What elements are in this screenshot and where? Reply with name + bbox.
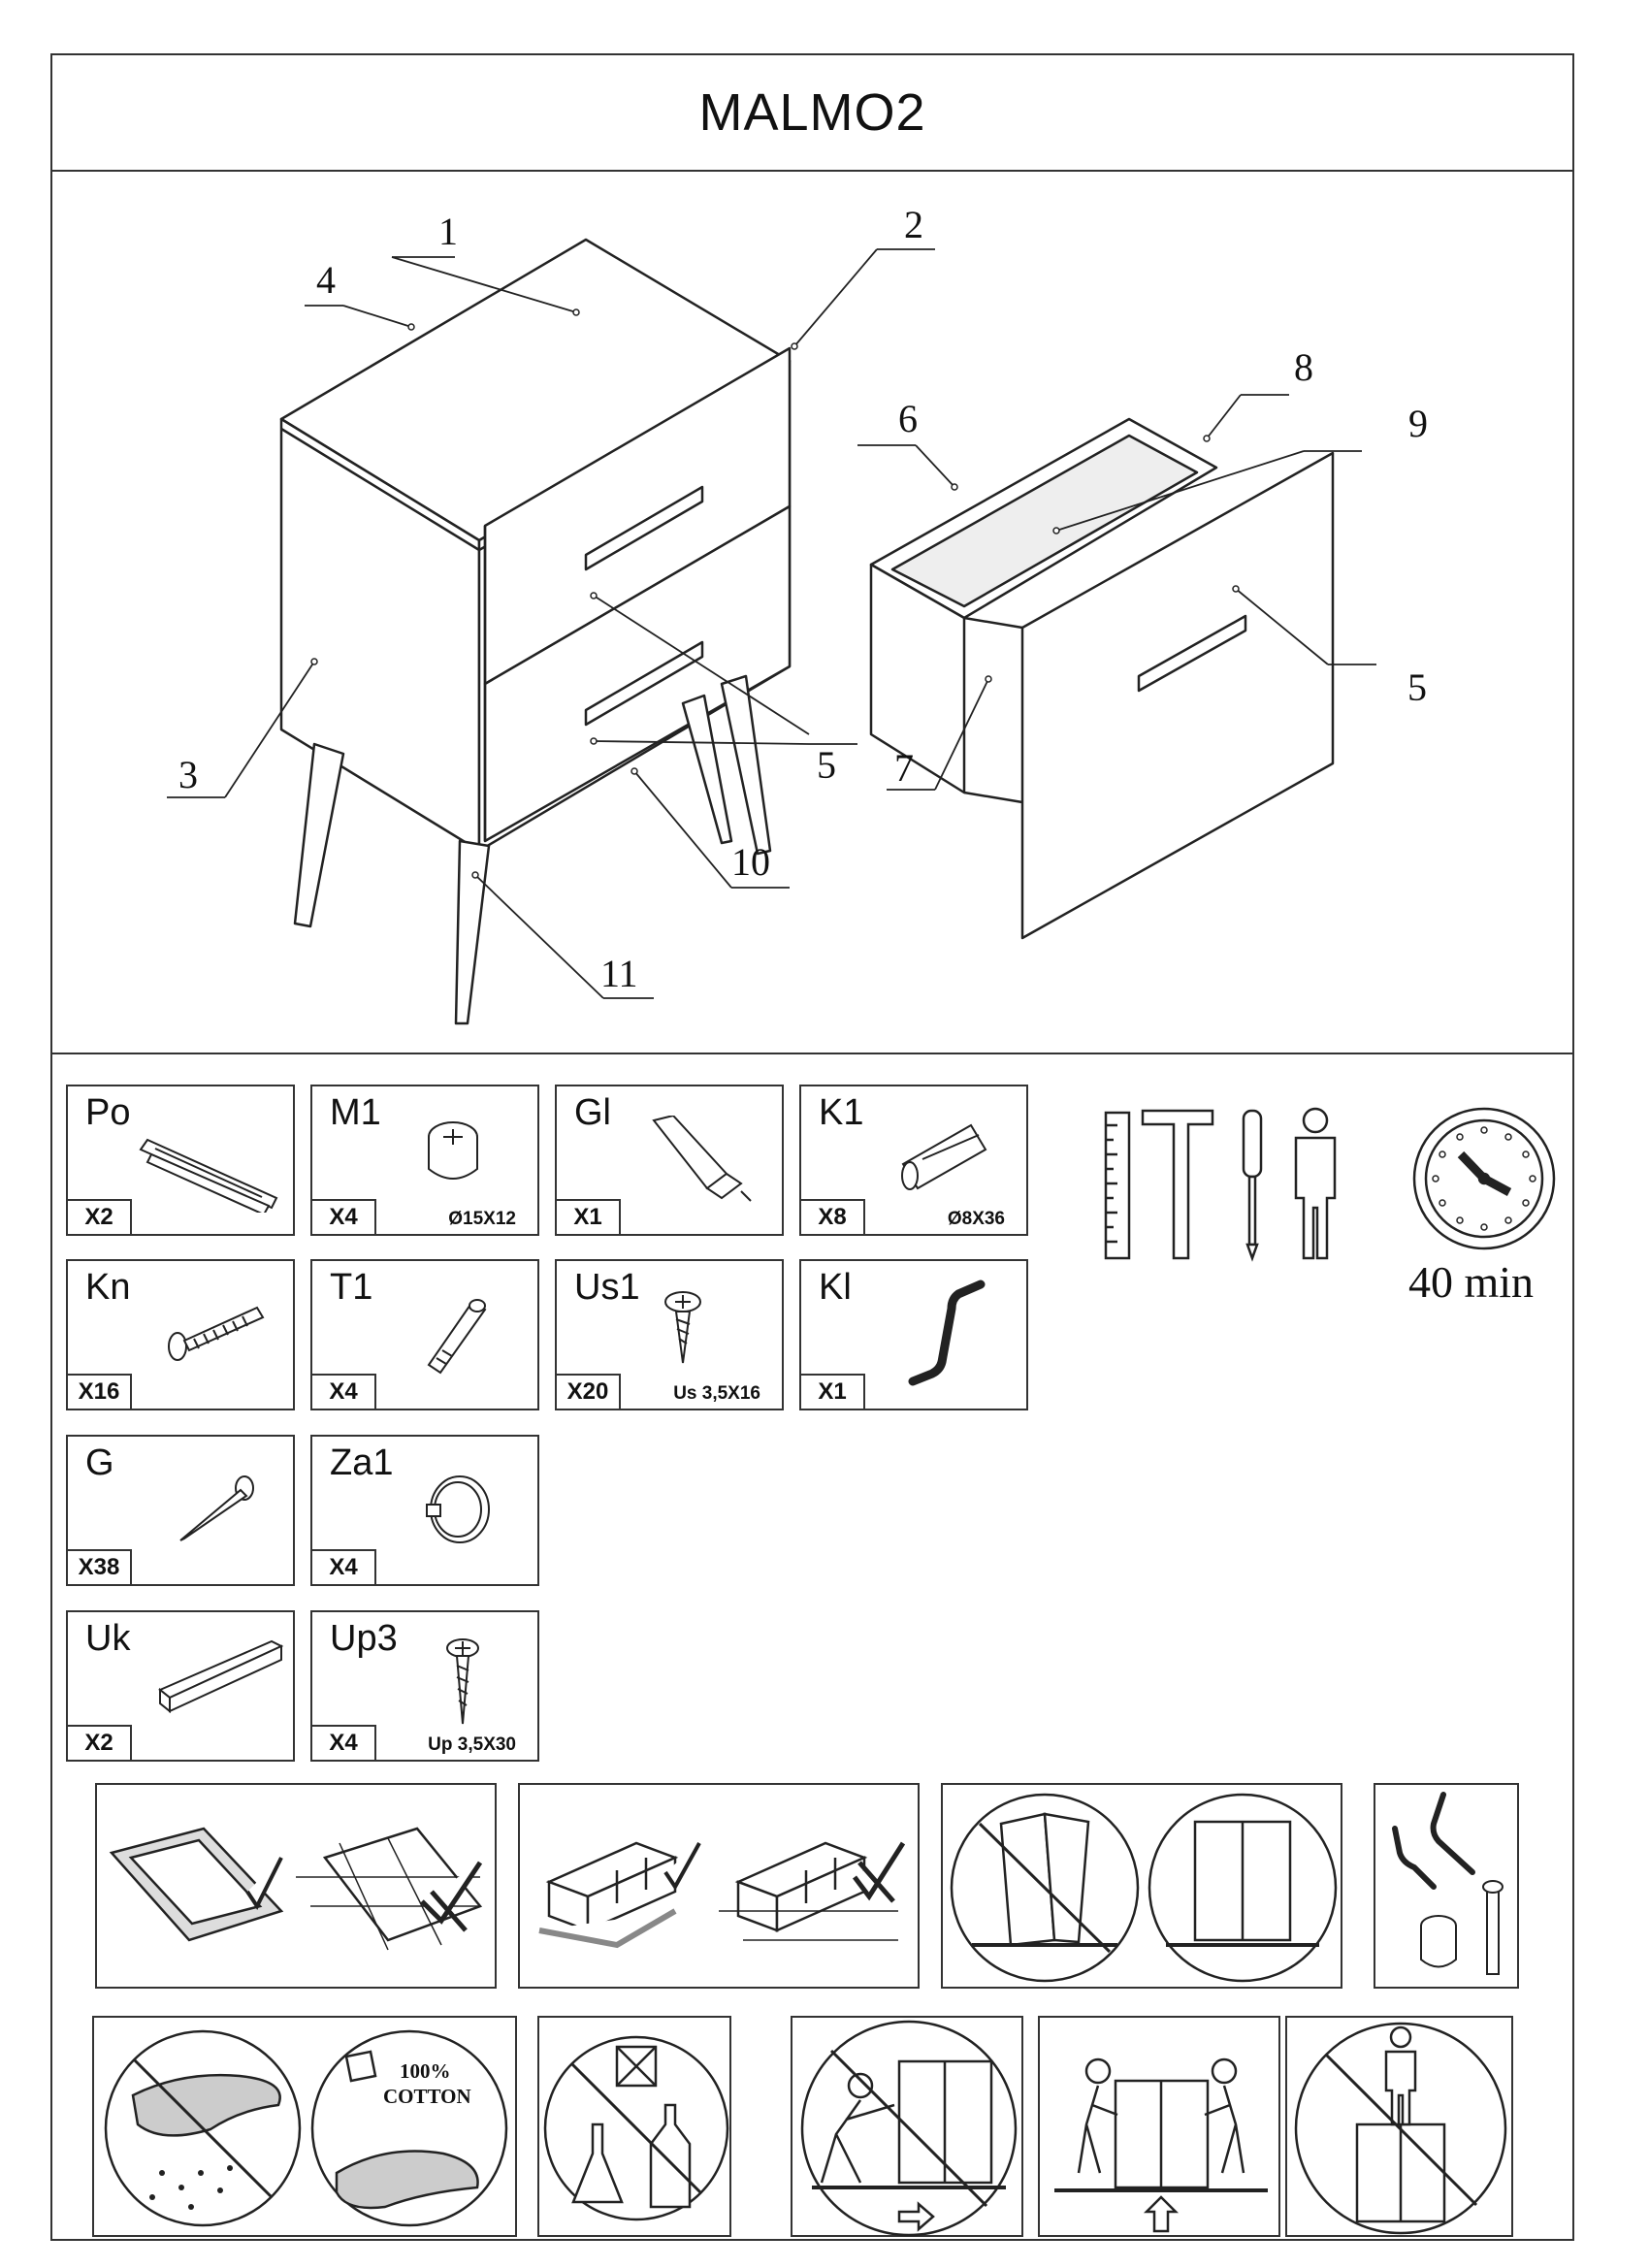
tools-icons [1104, 1107, 1556, 1262]
callout-2: 2 [904, 203, 923, 246]
part-quantity: X8 [801, 1199, 865, 1234]
part-code: Po [85, 1092, 131, 1133]
confirmat-screw-icon [168, 1306, 265, 1361]
glue-tube-icon [652, 1116, 752, 1202]
callout-6: 6 [898, 397, 918, 440]
part-code: T1 [330, 1267, 373, 1308]
cam-lock-icon [428, 1121, 478, 1180]
part-dimension: Ø8X36 [947, 1209, 1005, 1229]
wood-screw-icon [664, 1291, 701, 1364]
no-wet-cloth-icon [104, 2029, 302, 2227]
furniture-illustration: 1 2 3 4 5 5 6 7 8 9 10 11 [167, 203, 1428, 1025]
assemble-on-floor-icon [518, 1783, 920, 1989]
callout-10: 10 [731, 840, 770, 884]
part-quantity: X1 [557, 1199, 621, 1234]
part-t1: T1 X4 [310, 1259, 539, 1410]
part-quantity: X2 [68, 1725, 132, 1760]
part-code: M1 [330, 1092, 381, 1133]
cam-bolt-icon [427, 1299, 487, 1375]
part-quantity: X20 [557, 1374, 621, 1409]
part-code: Us1 [574, 1267, 640, 1308]
do-not-push-icon [791, 2016, 1023, 2237]
part-code: Za1 [330, 1442, 394, 1483]
do-not-lift-by-door-icon [941, 1783, 1342, 1989]
part-quantity: X4 [312, 1374, 376, 1409]
lift-with-two-people-icon [1038, 2016, 1280, 2237]
cotton-material-label: COTTON [383, 2085, 471, 2108]
part-po: Po X2 [66, 1085, 295, 1236]
part-dimension: Up 3,5X30 [428, 1734, 516, 1755]
part-quantity: X4 [312, 1725, 376, 1760]
hammer-icon [1141, 1109, 1214, 1260]
part-m1: M1 X4 Ø15X12 [310, 1085, 539, 1236]
nightstand-illustration [279, 238, 792, 1025]
assembly-time: 40 min [1408, 1257, 1535, 1307]
callout-11: 11 [600, 952, 638, 995]
drawer-runner-icon [139, 1138, 278, 1213]
no-chemicals-icon [537, 2016, 731, 2237]
use-key-with-cam-icon [1374, 1783, 1519, 1989]
part-quantity: X38 [68, 1549, 132, 1584]
part-code: Up3 [330, 1618, 398, 1659]
assemble-on-soft-surface-icon [95, 1783, 497, 1989]
person-icon [1294, 1107, 1337, 1260]
cotton-cloth-icon: 100% COTTON [310, 2029, 508, 2227]
nail-icon [179, 1475, 254, 1541]
part-za1: Za1 X4 [310, 1435, 539, 1586]
part-k1: K1 X8 Ø8X36 [799, 1085, 1028, 1236]
callout-3: 3 [178, 753, 198, 796]
callout-7: 7 [894, 746, 914, 790]
drawer-illustration [869, 417, 1335, 940]
ruler-icon [1104, 1111, 1131, 1260]
part-quantity: X4 [312, 1199, 376, 1234]
part-quantity: X4 [312, 1549, 376, 1584]
cotton-percent-label: 100% [400, 2059, 451, 2083]
callout-5a: 5 [817, 743, 836, 787]
cloth-care-warnings: 100% COTTON [92, 2016, 517, 2237]
clock-icon [1412, 1107, 1556, 1250]
page-frame [50, 53, 1574, 2241]
part-uk: Uk X2 [66, 1610, 295, 1762]
tools-and-time: 40 min [1096, 1091, 1562, 1334]
screwdriver-icon [1242, 1109, 1263, 1262]
part-gl: Gl X1 [555, 1085, 784, 1236]
callout-1: 1 [438, 210, 458, 253]
callout-leaders [167, 248, 1376, 999]
part-code: K1 [819, 1092, 864, 1133]
part-code: Kl [819, 1267, 852, 1308]
allen-key-icon [908, 1280, 986, 1386]
do-not-stand-on-furniture-icon [1285, 2016, 1513, 2237]
part-us1: Us1 X20 Us 3,5X16 [555, 1259, 784, 1410]
part-code: Kn [85, 1267, 131, 1308]
part-kl: Kl X1 [799, 1259, 1028, 1410]
callout-9: 9 [1408, 402, 1428, 445]
part-g: G X38 [66, 1435, 295, 1586]
part-kn: Kn X16 [66, 1259, 295, 1410]
part-code: G [85, 1442, 114, 1483]
part-quantity: X1 [801, 1374, 865, 1409]
document-title: MALMO2 [50, 53, 1574, 172]
callout-8: 8 [1294, 345, 1313, 389]
wooden-strip-icon [158, 1639, 284, 1714]
part-quantity: X16 [68, 1374, 132, 1409]
long-screw-icon [446, 1638, 479, 1725]
wooden-dowel-icon [901, 1123, 987, 1190]
assembly-diagram: 1 2 3 4 5 5 6 7 8 9 10 11 [52, 172, 1572, 1054]
part-dimension: Us 3,5X16 [673, 1383, 760, 1404]
callout-5b: 5 [1407, 665, 1427, 709]
callout-4: 4 [316, 258, 336, 302]
part-quantity: X2 [68, 1199, 132, 1234]
cover-cap-icon [426, 1475, 490, 1543]
part-up3: Up3 X4 Up 3,5X30 [310, 1610, 539, 1762]
part-dimension: Ø15X12 [448, 1209, 516, 1229]
part-code: Uk [85, 1618, 131, 1659]
part-code: Gl [574, 1092, 611, 1133]
